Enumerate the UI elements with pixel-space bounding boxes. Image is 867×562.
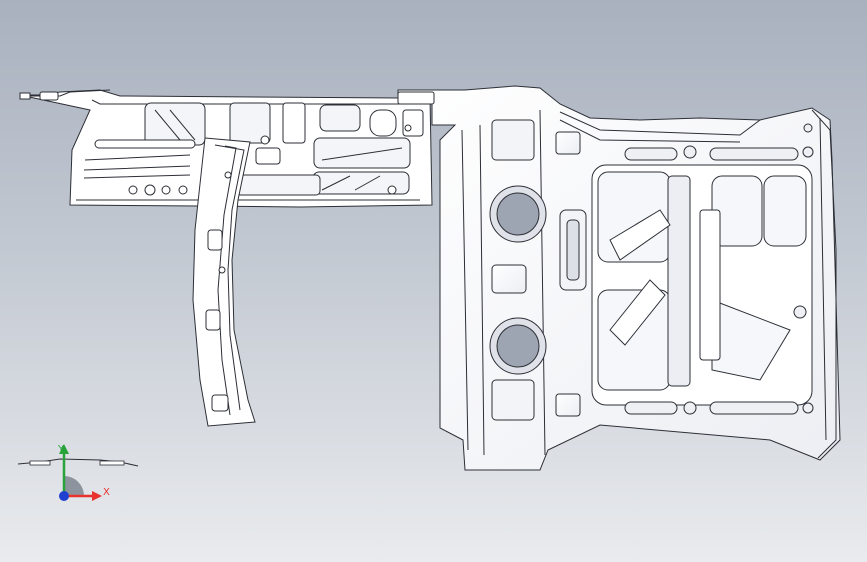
y-axis-arrow-icon [59,444,69,496]
triad-y-label: Y [57,444,65,455]
rear-floor-part[interactable] [397,85,841,471]
origin-dot-icon [59,491,69,501]
orientation-triad[interactable]: Y X [17,444,139,501]
pillar-part[interactable] [192,137,256,427]
triad-x-label: X [103,487,110,498]
wire-harness-arm [19,89,111,101]
